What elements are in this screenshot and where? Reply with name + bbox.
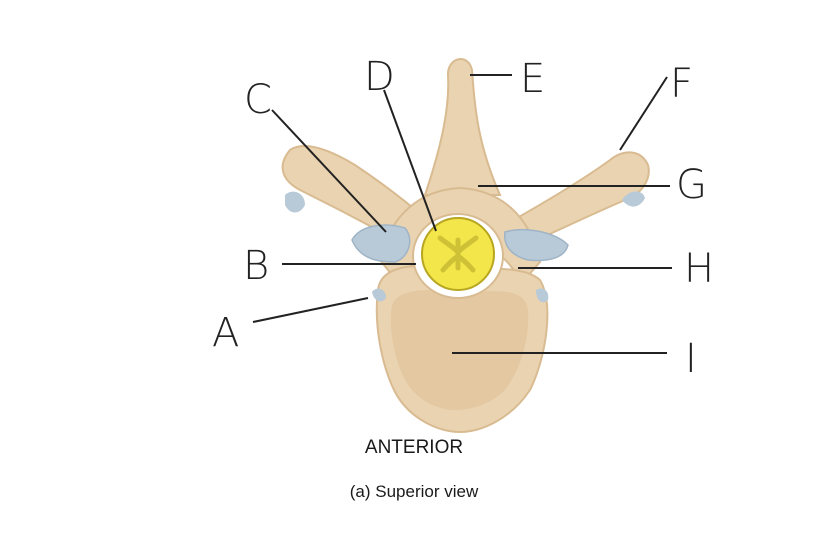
leader-line-c	[271, 109, 387, 233]
right-superior-articular-facet	[504, 228, 569, 262]
view-caption: (a) Superior view	[349, 482, 479, 501]
label-b: B	[243, 243, 269, 289]
left-transverse-process	[281, 145, 427, 242]
right-demifacet	[536, 288, 549, 303]
label-c: C	[244, 77, 272, 123]
leader-line-a	[252, 297, 369, 323]
label-g: G	[676, 162, 707, 208]
vertebral-body-surface	[390, 289, 529, 410]
leader-line-d	[383, 89, 437, 232]
spinous-process	[423, 58, 502, 196]
label-f: F	[670, 61, 693, 107]
vertebra-illustration	[281, 58, 650, 434]
structure-labels: A B C D E F G H I	[212, 54, 714, 382]
label-h: H	[684, 246, 714, 292]
label-d: D	[364, 54, 395, 100]
label-e: E	[520, 56, 545, 102]
leader-lines	[252, 74, 672, 354]
spinal-cord-gray-matter	[437, 235, 479, 273]
left-demifacet	[372, 288, 386, 302]
label-i: I	[685, 336, 697, 382]
right-costal-facet	[622, 191, 645, 207]
label-a: A	[212, 310, 239, 356]
left-costal-facet	[285, 191, 305, 213]
leader-line-f	[619, 76, 668, 151]
orientation-label: ANTERIOR	[364, 437, 464, 458]
left-superior-articular-facet	[351, 224, 411, 263]
